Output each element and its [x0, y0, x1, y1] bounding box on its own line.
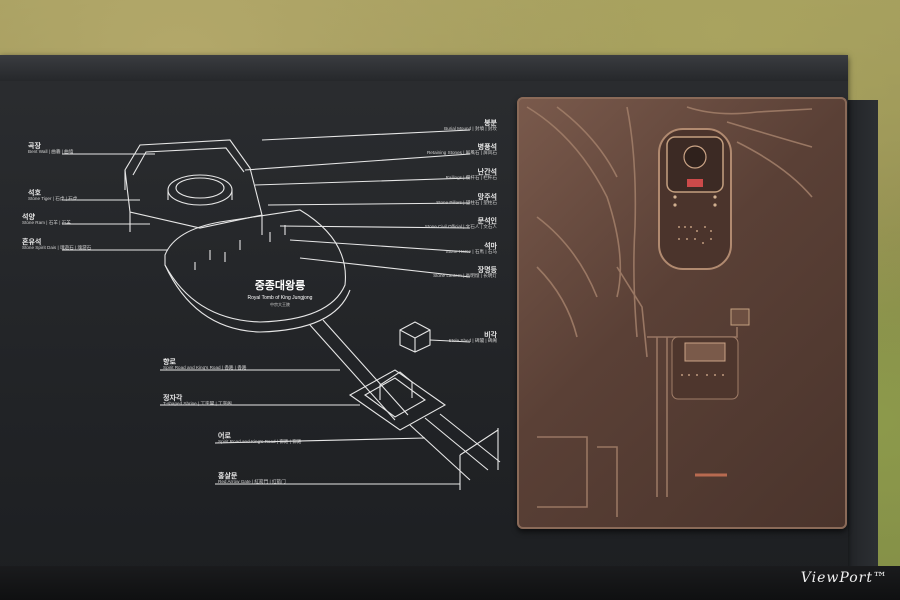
title-korean: 중종대왕릉 — [254, 280, 306, 292]
label-bent-wall: 곡장 Bent Wall | 曲牆 | 曲墙 — [28, 143, 74, 154]
label-spirit-road-2: 어로 Spirit Road and King's Road | 御路 | 御路 — [218, 433, 302, 444]
label-stone-tiger: 석호 Stone Tiger | 石虎 | 石虎 — [28, 190, 78, 201]
sign-bottom-edge — [0, 566, 900, 600]
label-stone-spirit-dais: 혼유석 Stone Spirit Dais | 魂遊石 | 魂游石 — [22, 239, 92, 250]
label-retaining-stones: 병풍석 Retaining Stones | 屛風石 | 屏风石 — [426, 144, 497, 155]
tactile-relief-contours — [526, 106, 813, 517]
title-english: Royal Tomb of King Jungjong — [247, 295, 313, 301]
label-stone-lantern: 장명등 Stone Lantern | 長明燈 | 长明灯 — [433, 267, 497, 278]
tomb-title-block: 중종대왕릉 Royal Tomb of King Jungjong 中宗大王陵 — [215, 277, 345, 308]
label-t-shaped-shrine: 정자각 T-shaped Shrine | 丁字閣 | 丁字阁 — [163, 395, 232, 406]
label-red-arrow-gate: 홍살문 Red Arrow Gate | 紅箭門 | 红箭门 — [218, 473, 286, 484]
label-stone-ram: 석양 Stone Ram | 石羊 | 石羊 — [22, 214, 71, 225]
label-stone-pillars: 망주석 Stone Pillars | 望柱石 | 望柱石 — [436, 194, 497, 205]
label-stone-horse: 석마 Stone Horse | 石馬 | 石马 — [445, 243, 497, 254]
label-burial-mound: 봉분 Burial Mound | 封墳 | 封坟 — [444, 120, 497, 131]
watermark: ViewPort™ — [800, 570, 888, 586]
label-railings: 난간석 Railings | 欄杆石 | 栏杆石 — [445, 169, 497, 180]
label-stone-civil-official: 문석인 Stone Civil Official | 文石人 | 文石人 — [424, 218, 497, 229]
title-hanja: 中宗大王陵 — [270, 302, 290, 307]
tactile-bronze-map — [517, 97, 847, 529]
sign-top-edge — [0, 55, 848, 81]
label-stele-shed: 비각 Stele Shed | 碑閣 | 碑阁 — [448, 332, 497, 343]
label-spirit-road-1: 향로 Spirit Road and King's Road | 香路 | 香路 — [163, 359, 247, 370]
